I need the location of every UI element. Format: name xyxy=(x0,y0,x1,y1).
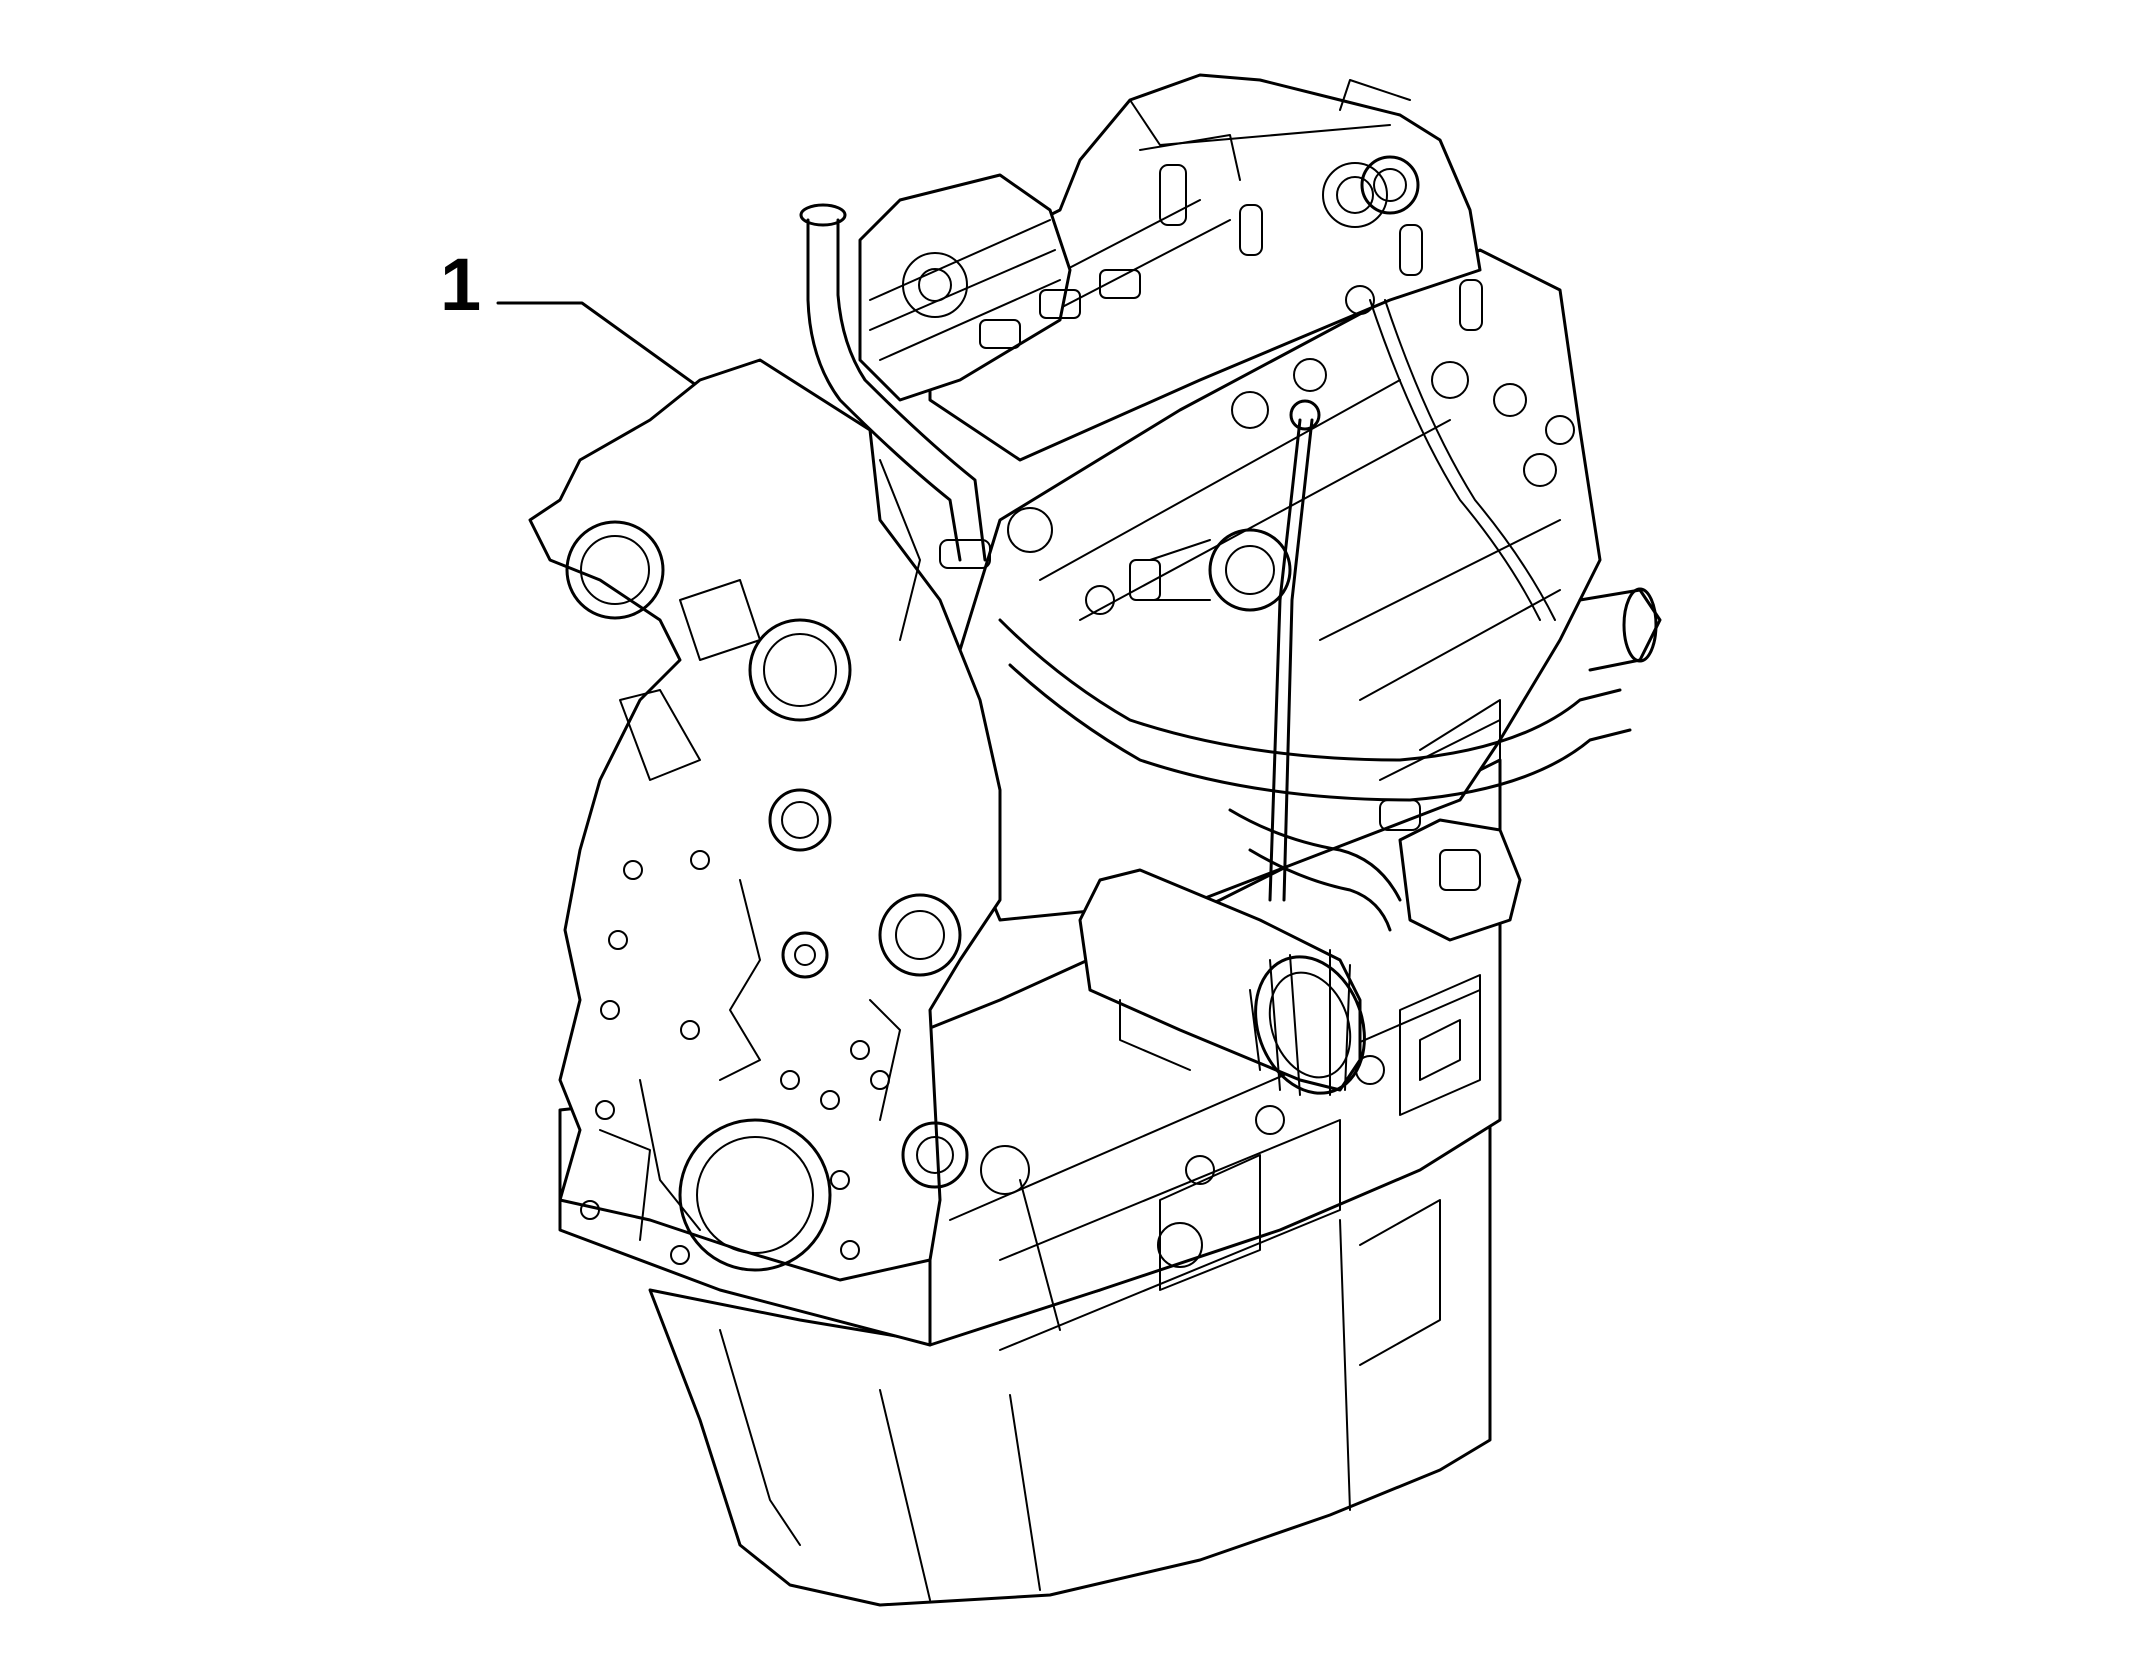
dipstick-tube xyxy=(1268,399,1321,902)
oil-filter xyxy=(1078,868,1366,1096)
engine-drawing xyxy=(528,73,1662,1607)
callout-1-leader-line xyxy=(496,301,716,400)
timing-cover xyxy=(528,358,1030,1282)
breather-pipe xyxy=(799,203,991,569)
thermostat-housing xyxy=(1007,507,1292,615)
coolant-hose xyxy=(998,155,1662,932)
wire-harness xyxy=(1345,285,1556,621)
side-bracket xyxy=(1398,818,1522,942)
callout-1[interactable]: 1 xyxy=(440,243,716,400)
callout-1-label: 1 xyxy=(440,243,481,326)
intake-manifold xyxy=(858,173,1141,402)
